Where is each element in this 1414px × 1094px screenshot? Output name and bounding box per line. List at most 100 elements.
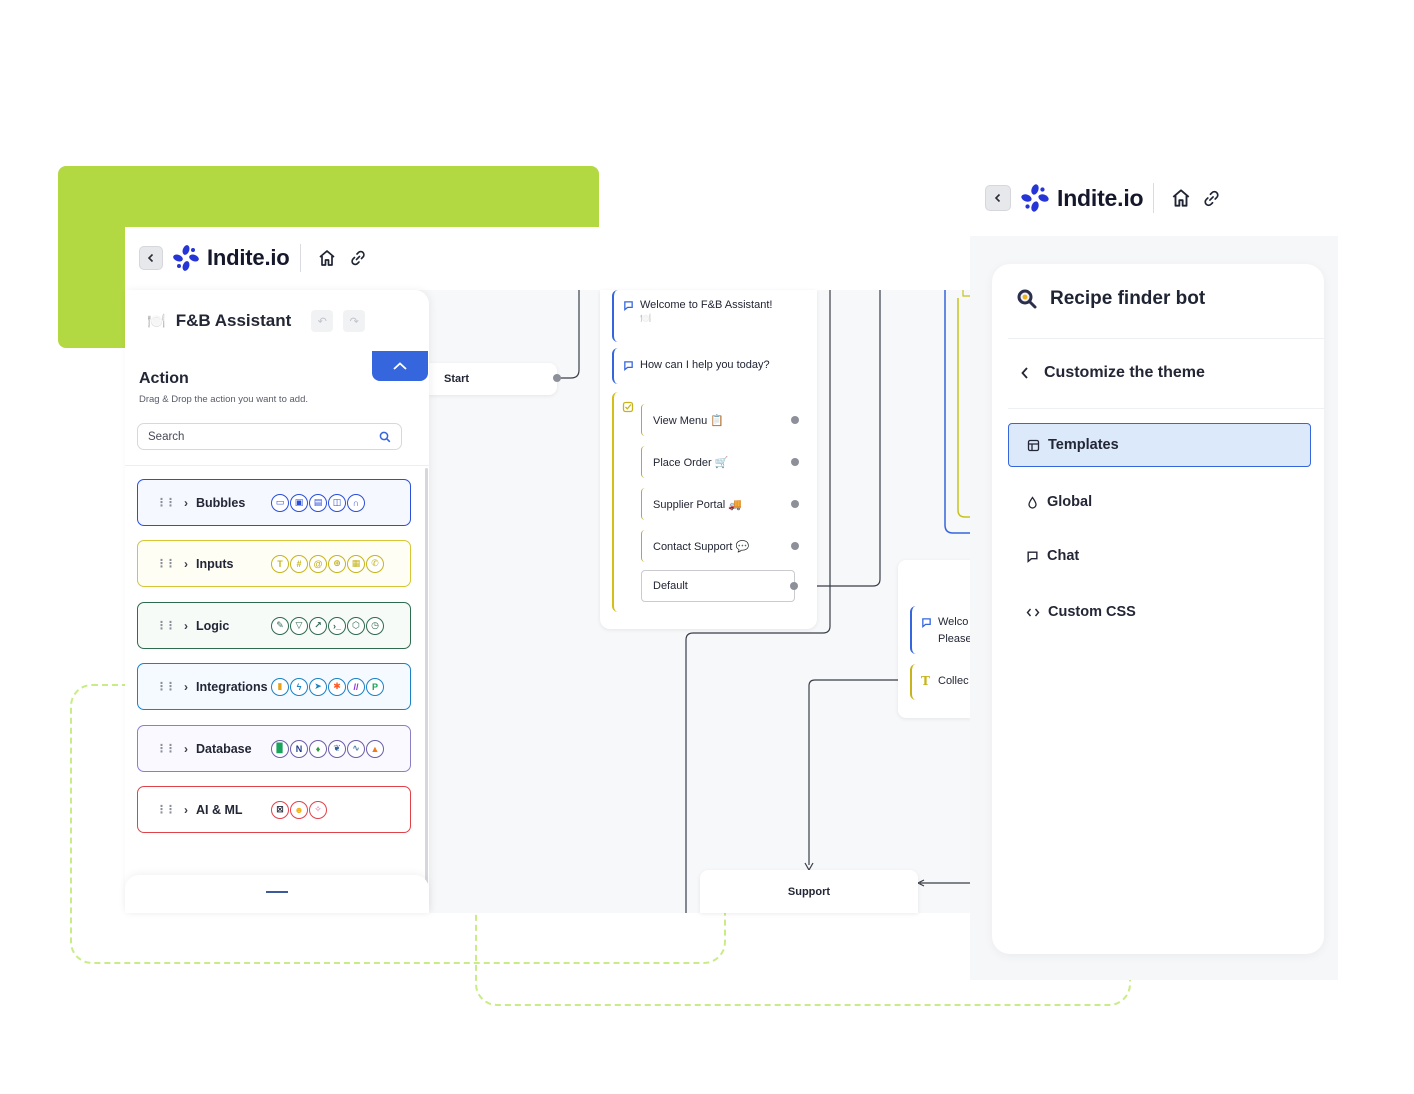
brand-name: Indite.io — [207, 245, 290, 270]
category-icons: ▉ N ♦ ❦ ∿ ▲ — [270, 739, 384, 758]
choice-label: Default — [653, 580, 688, 592]
back-button[interactable] — [985, 185, 1011, 211]
menu-item-global[interactable]: Global — [1008, 480, 1311, 524]
choice-port[interactable] — [791, 416, 799, 424]
make-icon: // — [347, 677, 365, 696]
choice-label: View Menu 📋 — [653, 414, 724, 427]
category-label: Logic — [196, 618, 230, 633]
start-node[interactable]: Start — [429, 363, 561, 395]
node-text: Welco — [938, 616, 969, 628]
checkbox-icon — [622, 401, 634, 413]
category-integrations[interactable]: ⋮⋮ › Integrations ▮ ϟ ➤ ✱ // P — [137, 663, 411, 710]
plate-icon: 🍽️ — [147, 313, 166, 330]
redo-button[interactable]: ↷ — [343, 310, 366, 332]
brand-logo[interactable]: Indite.io — [171, 243, 290, 273]
drag-handle-icon[interactable]: ⋮⋮ — [156, 558, 176, 570]
category-bubbles[interactable]: ⋮⋮ › Bubbles ▭ ▣ ▤ ◫ ∩ — [137, 479, 411, 526]
category-logic[interactable]: ⋮⋮ › Logic ✎ ▽ ↗ ›_ ⬡ ◷ — [137, 602, 411, 649]
choice-item[interactable]: View Menu 📋 — [641, 404, 795, 436]
text-input-node[interactable] — [910, 664, 971, 700]
buttons-input-node[interactable]: View Menu 📋 Place Order 🛒 Supplier Porta… — [612, 392, 812, 612]
chevron-left-icon — [147, 253, 154, 263]
menu-item-templates[interactable]: Templates — [1008, 423, 1311, 467]
category-ai-ml[interactable]: ⋮⋮ › AI & ML ⊠ ☻ ✧ — [137, 786, 411, 833]
number-input-icon: # — [290, 554, 308, 573]
drag-handle-icon[interactable]: ⋮⋮ — [156, 620, 176, 632]
divider — [1008, 408, 1324, 409]
text-bubble-node[interactable]: How can I help you today? — [612, 348, 812, 384]
help-message: How can I help you today? — [640, 359, 770, 371]
choice-label: Contact Support 💬 — [653, 540, 750, 553]
category-label: Bubbles — [196, 495, 246, 510]
chat-bubble-icon — [1027, 550, 1038, 563]
home-icon[interactable] — [1170, 187, 1192, 209]
back-button[interactable] — [139, 246, 163, 270]
flow-group-card[interactable]: Welcome to F&B Assistant! 🍽️ How can I h… — [600, 290, 817, 629]
category-inputs[interactable]: ⋮⋮ › Inputs T # @ ⊕ ▦ ✆ — [137, 540, 411, 587]
drag-handle-icon[interactable]: ⋮⋮ — [156, 497, 176, 509]
choice-port[interactable] — [791, 458, 799, 466]
choice-port[interactable] — [791, 500, 799, 508]
default-port[interactable] — [790, 582, 798, 590]
support-node[interactable]: Support — [700, 870, 918, 913]
redirect-icon: ↗ — [309, 616, 327, 635]
pabbly-icon: P — [366, 677, 384, 696]
editor-topbar: Indite.io — [125, 227, 971, 289]
drag-handle-icon[interactable]: ⋮⋮ — [156, 681, 176, 693]
postgresql-icon: ❦ — [328, 739, 346, 758]
action-search-input[interactable]: Search — [137, 423, 402, 450]
drag-handle-icon[interactable]: ⋮⋮ — [156, 804, 176, 816]
typebot-link-icon: ⬡ — [347, 616, 365, 635]
video-bubble-icon: ▤ — [309, 493, 327, 512]
template-icon — [1027, 439, 1040, 451]
assistant-header: 🍽️ F&B Assistant ↶ ↷ — [147, 310, 366, 332]
choice-label: Place Order 🛒 — [653, 456, 729, 469]
webhook-icon: ϟ — [290, 677, 308, 696]
flow-group-card[interactable]: Welco Please T Collec — [898, 560, 972, 718]
text-input-icon: T — [271, 554, 289, 573]
ai-spark-icon: ✧ — [309, 800, 327, 819]
collapse-panel-button[interactable] — [372, 351, 428, 381]
huggingface-icon: ☻ — [290, 800, 308, 819]
node-text: Please — [938, 633, 972, 645]
drag-handle-icon[interactable]: ⋮⋮ — [156, 743, 176, 755]
menu-label: Custom CSS — [1048, 604, 1136, 620]
home-icon[interactable] — [317, 248, 337, 268]
text-bubble-node[interactable] — [910, 606, 971, 654]
node-text: Collec — [938, 675, 969, 687]
category-label: Inputs — [196, 556, 234, 571]
undo-button[interactable]: ↶ — [311, 310, 334, 332]
menu-item-custom-css[interactable]: Custom CSS — [1008, 590, 1311, 634]
image-bubble-icon: ▣ — [290, 493, 308, 512]
panel-scrollbar[interactable] — [425, 468, 428, 888]
bot-header: Recipe finder bot — [1016, 288, 1205, 310]
link-icon[interactable] — [349, 249, 367, 267]
bot-name: Recipe finder bot — [1050, 288, 1206, 309]
menu-item-chat[interactable]: Chat — [1008, 534, 1311, 578]
date-input-icon: ▦ — [347, 554, 365, 573]
divider — [125, 465, 429, 466]
choice-item[interactable]: Supplier Portal 🚚 — [641, 488, 795, 520]
action-subtitle: Drag & Drop the action you want to add. — [139, 394, 308, 405]
chevron-up-icon — [393, 362, 407, 370]
link-icon[interactable] — [1202, 189, 1221, 208]
choice-item[interactable]: Contact Support 💬 — [641, 530, 795, 562]
chevron-right-icon: › — [184, 741, 188, 756]
action-title: Action — [139, 370, 189, 387]
menu-label: Global — [1047, 494, 1093, 510]
text-bubble-node[interactable]: Welcome to F&B Assistant! 🍽️ — [612, 290, 812, 342]
output-port[interactable] — [553, 374, 561, 382]
choice-item[interactable]: Place Order 🛒 — [641, 446, 795, 478]
audio-bubble-icon: ∩ — [347, 493, 365, 512]
search-magnifier-icon — [1017, 289, 1037, 309]
brand-logo[interactable]: Indite.io — [1019, 182, 1144, 214]
chat-bubble-icon — [624, 301, 633, 311]
customize-theme-back[interactable]: Customize the theme — [1020, 364, 1205, 382]
firebase-icon: ▲ — [366, 739, 384, 758]
category-database[interactable]: ⋮⋮ › Database ▉ N ♦ ❦ ∿ ▲ — [137, 725, 411, 772]
choice-port[interactable] — [791, 542, 799, 550]
text-bubble-icon: ▭ — [271, 493, 289, 512]
default-choice[interactable]: Default — [641, 570, 795, 602]
panel-bottom-sheet[interactable] — [125, 875, 429, 913]
drag-handle[interactable] — [266, 891, 288, 893]
